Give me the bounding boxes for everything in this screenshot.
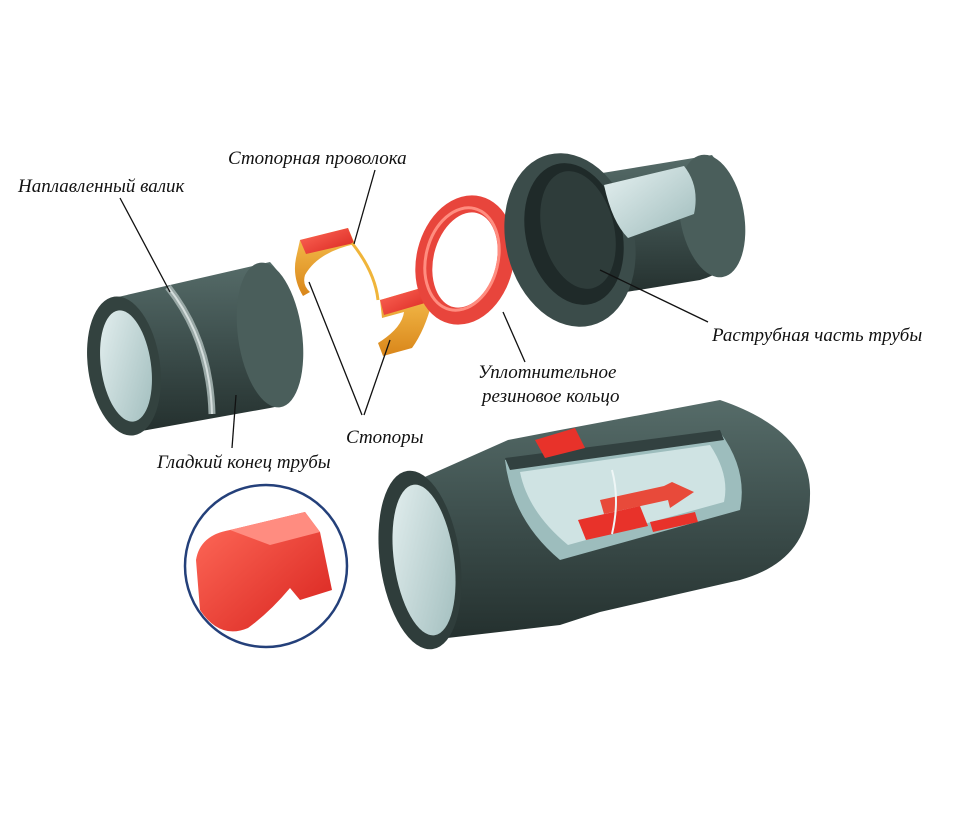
leader-sealing-ring [502, 311, 526, 363]
leader-retaining-wire [353, 169, 376, 245]
smooth-pipe-end [87, 262, 304, 436]
label-sealing-ring-line1: Уплотнительное [478, 362, 616, 383]
leader-welded-bead [119, 197, 171, 293]
locking-profile-icon [183, 483, 349, 649]
label-retaining-wire: Стопорная проволока [228, 148, 407, 169]
leader-stoppers-2 [363, 339, 391, 416]
label-sealing-ring-line2: резиновое кольцо [480, 386, 620, 407]
socket-pipe-part [504, 153, 746, 327]
stopper-lower [378, 286, 432, 356]
assembled-joint-cutaway [378, 400, 811, 650]
leader-stoppers-1 [308, 281, 363, 416]
leader-socket-part [599, 269, 709, 323]
label-welded-bead: Наплавленный валик [17, 176, 186, 197]
stopper-upper [294, 228, 355, 296]
label-stoppers: Стопоры [346, 427, 424, 448]
leader-smooth-end [231, 394, 237, 449]
sealing-rubber-ring [415, 195, 515, 325]
label-smooth-end: Гладкий конец трубы [156, 452, 331, 473]
label-socket-part: Раструбная часть трубы [711, 325, 922, 346]
retaining-wire [350, 242, 380, 301]
